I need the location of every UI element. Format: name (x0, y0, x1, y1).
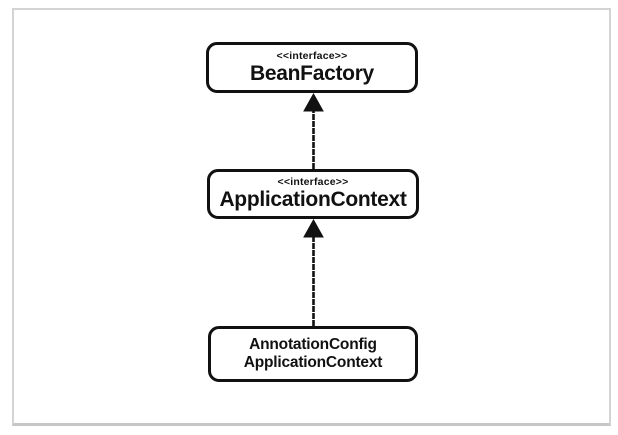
node-beanfactory-name: BeanFactory (250, 61, 374, 85)
node-annotationconfig-name: AnnotationConfig ApplicationContext (243, 336, 383, 372)
node-annotationconfig-name-line1: AnnotationConfig (249, 336, 377, 353)
node-applicationcontext-stereotype: <<interface>> (277, 176, 349, 188)
node-applicationcontext-name: ApplicationContext (219, 188, 407, 211)
node-beanfactory-stereotype: <<interface>> (276, 49, 348, 62)
node-applicationcontext: <<interface>> ApplicationContext (207, 169, 419, 219)
node-annotationconfig-applicationcontext: AnnotationConfig ApplicationContext (208, 326, 418, 382)
node-beanfactory: <<interface>> BeanFactory (206, 42, 418, 93)
node-annotationconfig-name-line2: ApplicationContext (243, 354, 383, 371)
